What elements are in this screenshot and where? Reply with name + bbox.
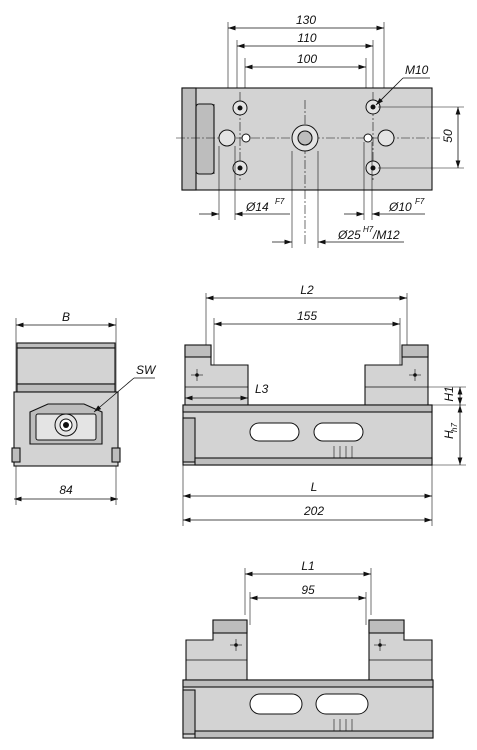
dimension-dia-14-tolerance: F7 — [275, 197, 285, 206]
dimension-100: 100 — [245, 52, 366, 70]
side-view-short: L1 95 — [182, 559, 434, 739]
dimension-l3-label: L3 — [255, 382, 269, 396]
dimension-155-label: 155 — [297, 309, 317, 323]
jaw-marker-right — [409, 369, 421, 381]
callout-sw-label: SW — [136, 363, 157, 377]
dimension-dia-25: Ø25 H7 /M12 — [272, 225, 404, 245]
hole-14-left — [218, 129, 251, 147]
dimension-b: B — [16, 310, 116, 328]
dimension-110: 110 — [237, 31, 373, 49]
jaw-marker-right-short — [374, 639, 386, 651]
jaw-marker-left — [191, 369, 203, 381]
center-bore — [291, 124, 319, 152]
dimension-84-label: 84 — [59, 483, 73, 497]
dimension-l1: L1 — [245, 559, 371, 577]
dimension-50: 50 — [378, 106, 464, 169]
callout-m10: M10 — [375, 63, 430, 106]
dimension-l3: L3 — [185, 382, 269, 401]
dimension-l2: L2 — [206, 283, 407, 301]
top-view: 130 110 100 — [176, 13, 464, 248]
dimension-dia-25-label: Ø25 — [337, 228, 361, 242]
hole-lower-right — [365, 160, 381, 176]
dimension-50-label: 50 — [441, 129, 455, 143]
dimension-130-label: 130 — [296, 13, 316, 27]
hole-lower-left — [232, 160, 248, 176]
dimension-84: 84 — [14, 483, 118, 502]
dimension-dia-25-thread: /M12 — [372, 228, 400, 242]
dimension-dia-14: Ø14 F7 — [199, 197, 290, 217]
dimension-95-label: 95 — [301, 583, 315, 597]
dimension-202-label: 202 — [303, 504, 324, 518]
dimension-202: 202 — [183, 504, 432, 523]
dimension-130: 130 — [228, 13, 384, 31]
dimension-l-label: L — [311, 480, 318, 494]
dimension-h1: H1 — [442, 386, 463, 405]
dimension-100-label: 100 — [297, 52, 317, 66]
dimension-dia-25-tolerance: H7 — [363, 225, 374, 234]
callout-m10-label: M10 — [405, 63, 429, 77]
dimension-b-label: B — [62, 310, 70, 324]
dimension-110-label: 110 — [297, 31, 316, 45]
dimension-dia-10-tolerance: F7 — [415, 197, 425, 206]
dimension-h-label: H — [442, 430, 456, 439]
dimension-l1-label: L1 — [301, 559, 314, 573]
end-view: B SW 84 — [11, 310, 157, 505]
side-view-long-body — [182, 344, 433, 466]
dimension-dia-14-label: Ø14 — [245, 200, 269, 214]
dimension-h-tolerance: h7 — [450, 423, 459, 432]
dimension-l2-label: L2 — [300, 283, 314, 297]
dimension-h1-label: H1 — [442, 386, 456, 401]
side-view-long: L2 155 — [182, 283, 466, 526]
hole-m10-right — [365, 99, 381, 115]
callout-sw: SW — [93, 363, 157, 413]
dimension-l: L — [183, 480, 432, 499]
hole-m10-left — [232, 100, 248, 116]
dimension-dia-10: Ø10 F7 — [344, 197, 425, 217]
jaw-marker-left-short — [230, 639, 242, 651]
dimension-155: 155 — [214, 309, 400, 327]
dimension-dia-10-label: Ø10 — [388, 200, 412, 214]
hole-10-right — [363, 129, 395, 147]
side-view-short-body — [182, 619, 434, 739]
end-view-body — [11, 342, 121, 467]
dimension-95: 95 — [250, 583, 366, 601]
dimension-h: H h7 — [442, 405, 463, 465]
